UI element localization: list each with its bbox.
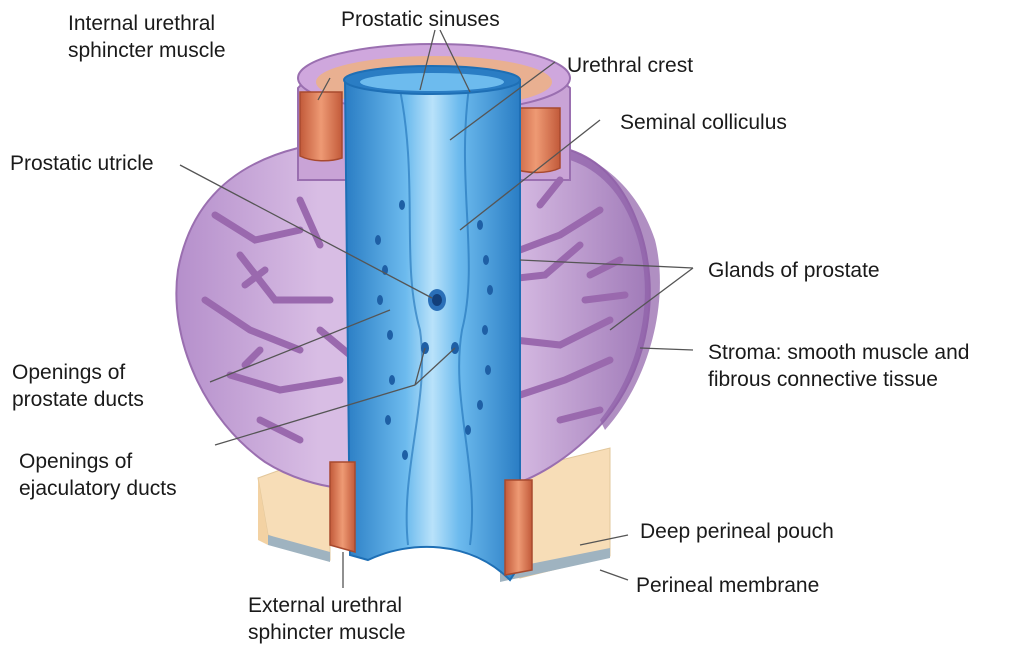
- label-stroma-line2: fibrous connective tissue: [708, 366, 969, 393]
- label-glands-of-prostate: Glands of prostate: [708, 257, 880, 284]
- label-external-sphincter-line1: External urethral: [248, 592, 406, 619]
- label-external-sphincter-line2: sphincter muscle: [248, 619, 406, 646]
- label-prostatic-sinuses: Prostatic sinuses: [341, 6, 500, 33]
- label-openings-ejaculatory-ducts-line2: ejaculatory ducts: [19, 475, 177, 502]
- label-external-sphincter: External urethral sphincter muscle: [248, 592, 406, 646]
- label-stroma: Stroma: smooth muscle and fibrous connec…: [708, 339, 969, 393]
- label-internal-sphincter-line2: sphincter muscle: [68, 37, 226, 64]
- label-perineal-membrane: Perineal membrane: [636, 572, 819, 599]
- label-seminal-colliculus: Seminal colliculus: [620, 109, 787, 136]
- label-urethral-crest: Urethral crest: [567, 52, 693, 79]
- label-openings-prostate-ducts-line2: prostate ducts: [12, 386, 144, 413]
- label-deep-perineal-pouch: Deep perineal pouch: [640, 518, 834, 545]
- urethra: [344, 66, 520, 580]
- label-prostatic-utricle: Prostatic utricle: [10, 150, 154, 177]
- label-openings-prostate-ducts: Openings of prostate ducts: [12, 359, 144, 413]
- label-openings-ejaculatory-ducts-line1: Openings of: [19, 448, 177, 475]
- label-internal-sphincter: Internal urethral sphincter muscle: [68, 10, 226, 64]
- label-stroma-line1: Stroma: smooth muscle and: [708, 339, 969, 366]
- label-internal-sphincter-line1: Internal urethral: [68, 10, 226, 37]
- label-openings-ejaculatory-ducts: Openings of ejaculatory ducts: [19, 448, 177, 502]
- label-openings-prostate-ducts-line1: Openings of: [12, 359, 144, 386]
